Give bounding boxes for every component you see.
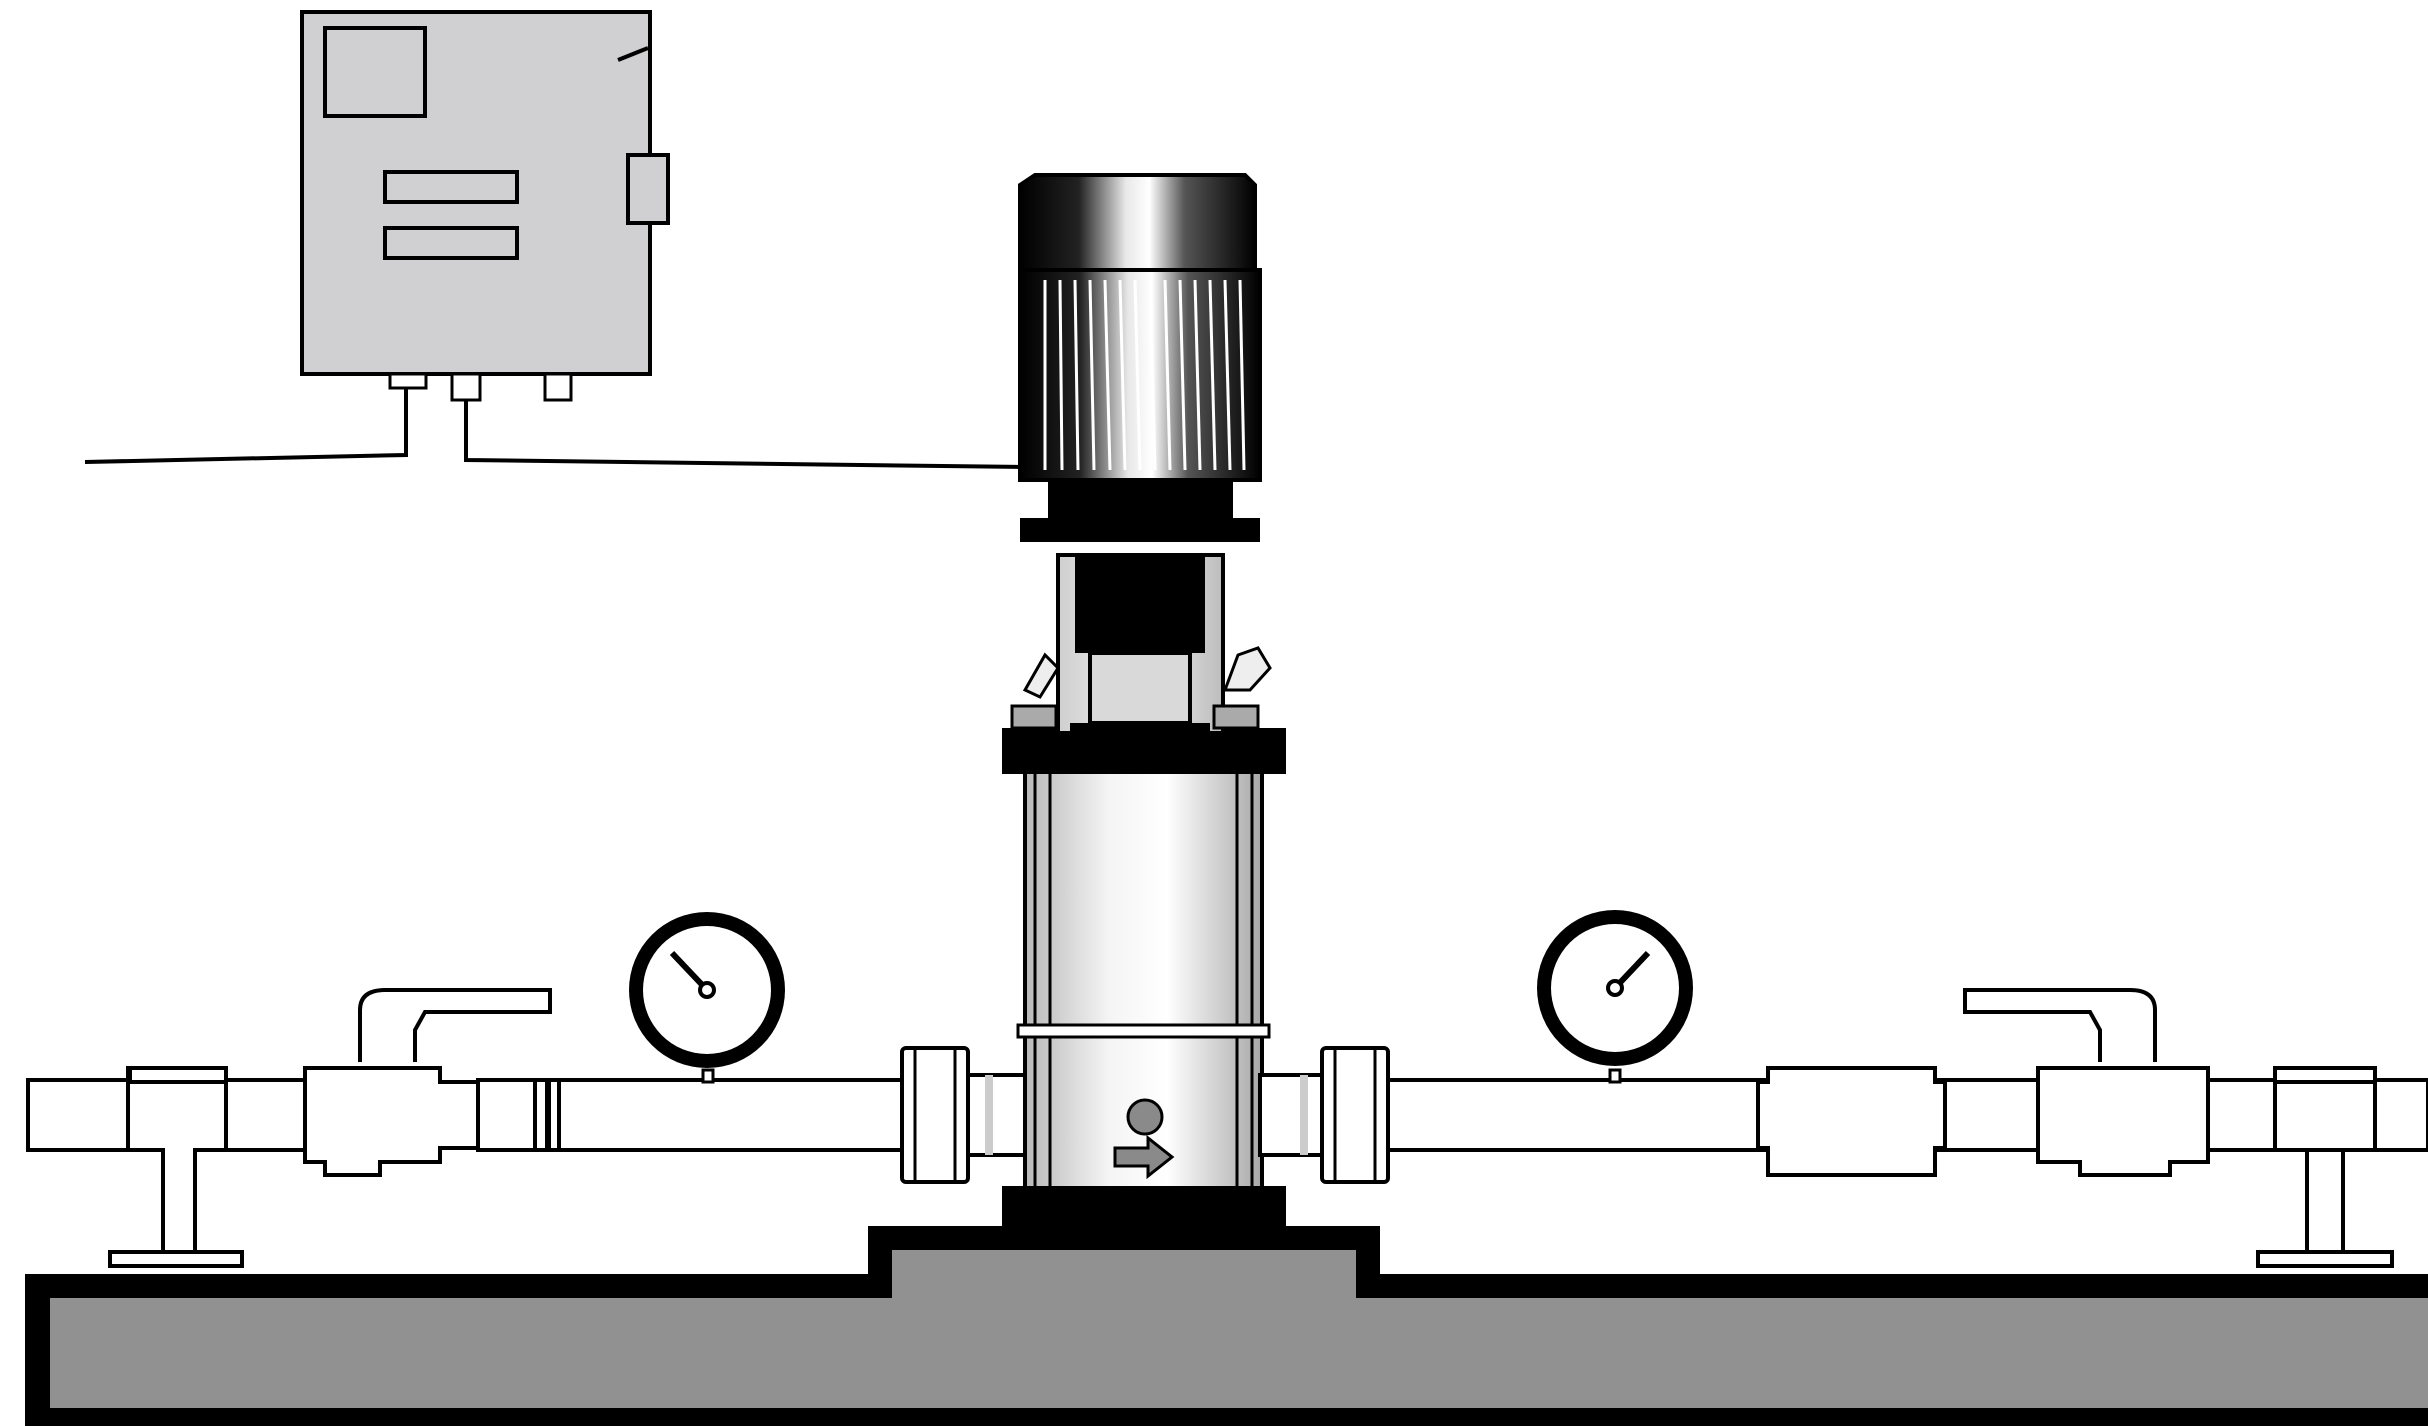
panel-display <box>323 26 427 118</box>
non-return-valve <box>1756 1066 1947 1177</box>
control-panel <box>300 10 670 402</box>
motor-stool <box>1010 553 1272 735</box>
pipe-support-left <box>108 1066 244 1268</box>
inlet-flange <box>900 1046 1030 1184</box>
pipe-support-right <box>2256 1066 2394 1268</box>
pump-chamber <box>1002 728 1286 1190</box>
panel-label-plate <box>383 226 519 260</box>
coupling-bolt-right-icon <box>1212 646 1272 730</box>
inlet-pressure-gauge <box>629 912 785 1084</box>
coupling-bolt-left-icon <box>1010 652 1060 730</box>
outlet-flange <box>1258 1046 1390 1184</box>
sensor-cable <box>464 400 1023 469</box>
motor-cooling-fins <box>1043 279 1246 471</box>
electric-motor <box>1018 173 1262 542</box>
outlet-pipe <box>1386 1078 2428 1152</box>
pump-base <box>1002 1186 1286 1232</box>
outlet-isolation-valve[interactable] <box>1963 988 2210 1177</box>
panel-label-plate <box>383 170 519 204</box>
flow-direction-arrow-icon <box>1113 1098 1175 1180</box>
cable-gland <box>388 372 428 390</box>
concrete-foundation <box>25 1226 2428 1426</box>
inlet-pipe <box>26 1078 910 1152</box>
inlet-isolation-valve[interactable] <box>303 988 552 1177</box>
cable-gland <box>450 372 482 402</box>
cable-gland <box>543 372 573 402</box>
panel-door-handle[interactable] <box>626 153 670 225</box>
outlet-pressure-gauge <box>1537 910 1693 1084</box>
power-cable <box>84 388 408 464</box>
